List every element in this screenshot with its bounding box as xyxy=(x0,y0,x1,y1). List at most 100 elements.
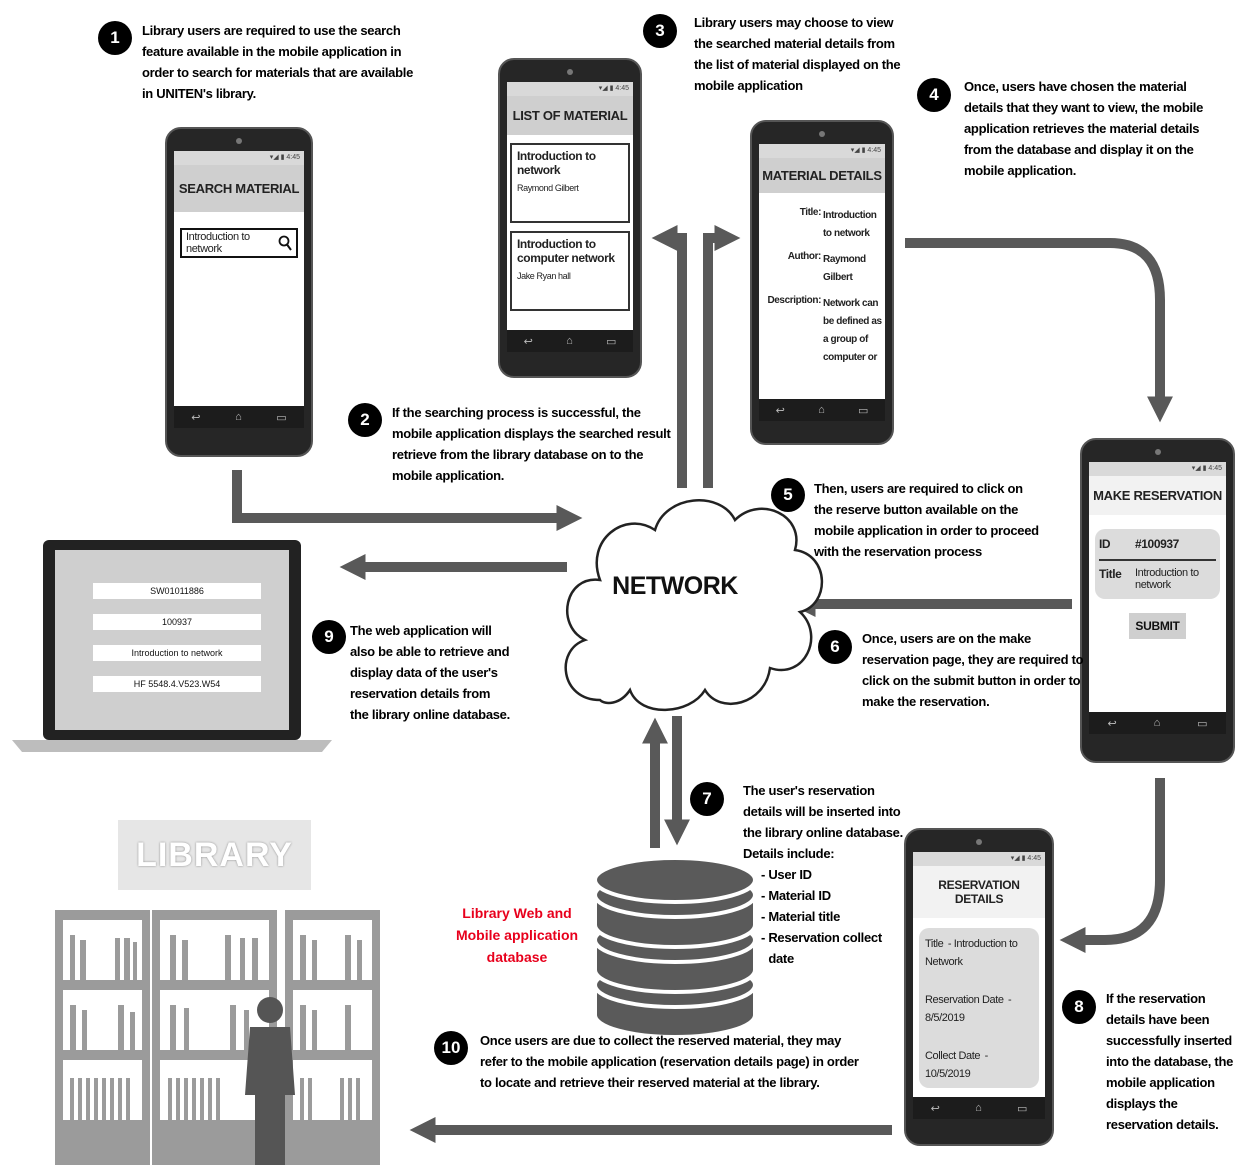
step-number-9: 9 xyxy=(312,620,346,654)
list-item-author: Raymond Gilbert xyxy=(517,183,579,193)
reserve-id-value: #100937 xyxy=(1135,537,1179,551)
step-7-item: - Reservation collect date xyxy=(743,927,908,969)
home-icon[interactable]: ⌂ xyxy=(975,1102,982,1114)
search-icon[interactable] xyxy=(278,235,292,251)
reserve-title-label: Title xyxy=(1099,567,1122,581)
books-icon xyxy=(70,935,362,1120)
status-bar: ▾◢ ▮ 4:45 xyxy=(1089,462,1226,476)
step-text-10: Once users are due to collect the reserv… xyxy=(480,1033,859,1090)
reservation-value: - Introduction to Network xyxy=(925,938,1018,968)
phone-search-material: ▾◢ ▮ 4:45 SEARCH MATERIAL Introduction t… xyxy=(165,127,313,457)
reserve-card: ID #100937 Title Introduction to network xyxy=(1095,529,1220,599)
recent-apps-icon[interactable]: ▭ xyxy=(857,404,869,417)
phone-reservation-details: ▾◢ ▮ 4:45 RESERVATION DETAILS Title - In… xyxy=(904,828,1054,1146)
step-text-3: Library users may choose to view the sea… xyxy=(694,15,901,93)
list-title: LIST OF MATERIAL xyxy=(507,96,633,135)
arrow-network-to-details xyxy=(703,225,741,488)
step-text-1: Library users are required to use the se… xyxy=(142,23,413,101)
search-title: SEARCH MATERIAL xyxy=(174,165,304,212)
details-row-description: Description: Network can be defined as a… xyxy=(759,295,885,367)
step-number-4: 4 xyxy=(917,78,951,112)
step-number-3: 3 xyxy=(643,14,677,48)
phone-material-details: ▾◢ ▮ 4:45 MATERIAL DETAILS Title: Introd… xyxy=(750,120,894,445)
details-label: Description: xyxy=(767,295,821,306)
status-bar: ▾◢ ▮ 4:45 xyxy=(759,144,885,158)
reservation-title: RESERVATION DETAILS xyxy=(913,866,1045,918)
person-icon xyxy=(245,997,295,1165)
submit-button[interactable]: SUBMIT xyxy=(1129,613,1186,639)
recent-apps-icon[interactable]: ▭ xyxy=(276,411,287,424)
details-title: MATERIAL DETAILS xyxy=(759,158,885,193)
arrow-reserve-to-reservation xyxy=(1059,778,1165,953)
list-item[interactable]: Introduction to computer network Jake Ry… xyxy=(510,231,630,311)
home-icon[interactable]: ⌂ xyxy=(235,411,242,423)
step-7-item: - Material title xyxy=(743,906,908,927)
list-item-title: Introduction to network xyxy=(517,149,596,177)
laptop-field-call-number: HF 5548.4.V523.W54 xyxy=(93,676,261,692)
details-row-author: Author: Raymond Gilbert xyxy=(759,251,885,287)
step-number-10: 10 xyxy=(434,1031,468,1065)
recent-apps-icon[interactable]: ▭ xyxy=(1197,717,1208,730)
step-7-item-text: Reservation collect date xyxy=(768,930,882,966)
list-item[interactable]: Introduction to network Raymond Gilbert xyxy=(510,143,630,223)
arrow-search-to-network xyxy=(232,470,583,531)
reserve-id-label: ID xyxy=(1099,537,1111,551)
step-text-8: If the reservation details have been suc… xyxy=(1106,991,1234,1132)
laptop-field-user-id: SW01011886 xyxy=(93,583,261,599)
step-text-7: The user's reservation details will be i… xyxy=(743,780,908,969)
list-item-author: Jake Ryan hall xyxy=(517,271,571,281)
step-7-item-text: Material title xyxy=(768,909,840,924)
step-number-2: 2 xyxy=(348,403,382,437)
list-item-title: Introduction to computer network xyxy=(517,237,615,265)
search-query: Introduction to network xyxy=(186,231,250,255)
network-label: NETWORK xyxy=(612,572,738,600)
step-number-6: 6 xyxy=(818,630,852,664)
step-number-1: 1 xyxy=(98,21,132,55)
phone-list-of-material: ▾◢ ▮ 4:45 LIST OF MATERIAL Introduction … xyxy=(498,58,642,378)
laptop-field-title: Introduction to network xyxy=(93,645,261,661)
laptop-screen: SW01011886 100937 Introduction to networ… xyxy=(93,583,261,692)
reservation-label: Title xyxy=(925,938,944,950)
search-input[interactable]: Introduction to network xyxy=(180,228,298,258)
back-icon[interactable]: ↩ xyxy=(1107,717,1117,730)
step-7-item: - User ID xyxy=(743,864,908,885)
status-bar: ▾◢ ▮ 4:45 xyxy=(507,82,633,96)
laptop-field-material-id: 100937 xyxy=(93,614,261,630)
step-number-8: 8 xyxy=(1062,990,1096,1024)
step-text-9: The web application will also be able to… xyxy=(350,623,510,722)
library-sign-text: LIBRARY xyxy=(136,835,293,874)
step-text-4: Once, users have chosen the material det… xyxy=(964,79,1204,178)
home-icon[interactable]: ⌂ xyxy=(566,335,573,347)
recent-apps-icon[interactable]: ▭ xyxy=(1016,1102,1028,1115)
arrow-network-to-list xyxy=(651,225,687,488)
database-label: Library Web and Mobile application datab… xyxy=(455,905,579,965)
back-icon[interactable]: ↩ xyxy=(523,335,533,348)
step-number-7: 7 xyxy=(690,782,724,816)
step-number-5: 5 xyxy=(771,478,805,512)
back-icon[interactable]: ↩ xyxy=(775,404,785,417)
step-text-7-intro: The user's reservation details will be i… xyxy=(743,783,903,861)
back-icon[interactable]: ↩ xyxy=(930,1102,940,1115)
status-bar: ▾◢ ▮ 4:45 xyxy=(174,151,304,165)
reservation-label: Reservation Date xyxy=(925,994,1004,1006)
home-icon[interactable]: ⌂ xyxy=(818,404,825,416)
details-label: Author: xyxy=(787,251,822,262)
phone-make-reservation: ▾◢ ▮ 4:45 MAKE RESERVATION ID #100937 Ti… xyxy=(1080,438,1235,763)
status-bar: ▾◢ ▮ 4:45 xyxy=(913,852,1045,866)
database-icon xyxy=(593,856,757,1039)
library-sign: LIBRARY xyxy=(118,820,311,890)
details-value: Introduction to network xyxy=(823,210,877,239)
network-cloud xyxy=(564,499,824,712)
details-value: Network can be defined as a group of com… xyxy=(823,298,882,363)
step-text-5: Then, users are required to click on the… xyxy=(814,481,1039,559)
back-icon[interactable]: ↩ xyxy=(191,411,201,424)
details-label: Title: xyxy=(799,207,822,218)
step-text-6: Once, users are on the make reservation … xyxy=(862,631,1084,709)
recent-apps-icon[interactable]: ▭ xyxy=(605,335,617,348)
details-row-title: Title: Introduction to network xyxy=(759,207,885,243)
home-icon[interactable]: ⌂ xyxy=(1153,717,1161,729)
step-7-item-text: User ID xyxy=(768,867,812,882)
reserve-title: MAKE RESERVATION xyxy=(1089,476,1226,515)
reservation-value: - 10/5/2019 xyxy=(925,1050,988,1080)
details-value: Raymond Gilbert xyxy=(823,254,866,283)
